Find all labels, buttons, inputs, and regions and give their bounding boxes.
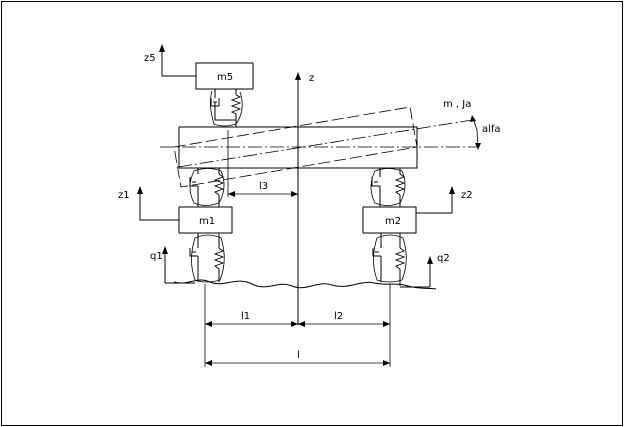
l1-l2-dimension — [204, 284, 391, 367]
m5-label: m5 — [217, 72, 233, 83]
z1-arrow — [137, 186, 179, 221]
road-profile — [173, 279, 437, 290]
z1-label: z1 — [118, 190, 130, 201]
l2-label: l2 — [334, 311, 343, 322]
m1-label: m1 — [199, 216, 215, 227]
m5-suspension — [210, 89, 243, 127]
z-axis-label: z — [309, 73, 314, 84]
z2-arrow — [416, 186, 455, 214]
l3-label: l3 — [259, 181, 268, 192]
alfa-angle-indicator — [470, 115, 481, 150]
z5-label: z5 — [144, 53, 156, 64]
q2-label: q2 — [437, 253, 450, 264]
alfa-label: alfa — [482, 124, 501, 135]
rear-upper-suspension — [370, 168, 406, 207]
l1-label: l1 — [241, 311, 250, 322]
front-tyre-suspension — [189, 233, 225, 283]
body-rect — [178, 126, 418, 169]
rear-tyre-suspension — [372, 233, 407, 286]
m2-mass-block — [362, 206, 417, 234]
mass-inertia-label: m , Ja — [443, 99, 471, 110]
z-axis — [295, 72, 301, 325]
l-dimension — [205, 360, 390, 366]
m2-label: m2 — [385, 216, 401, 227]
tilted-body — [173, 106, 473, 188]
z5-arrow — [159, 44, 196, 77]
z2-label: z2 — [461, 190, 473, 201]
l-label: l — [297, 350, 300, 361]
q1-label: q1 — [150, 251, 163, 262]
l3-dimension — [227, 130, 298, 197]
front-upper-suspension — [189, 168, 225, 207]
